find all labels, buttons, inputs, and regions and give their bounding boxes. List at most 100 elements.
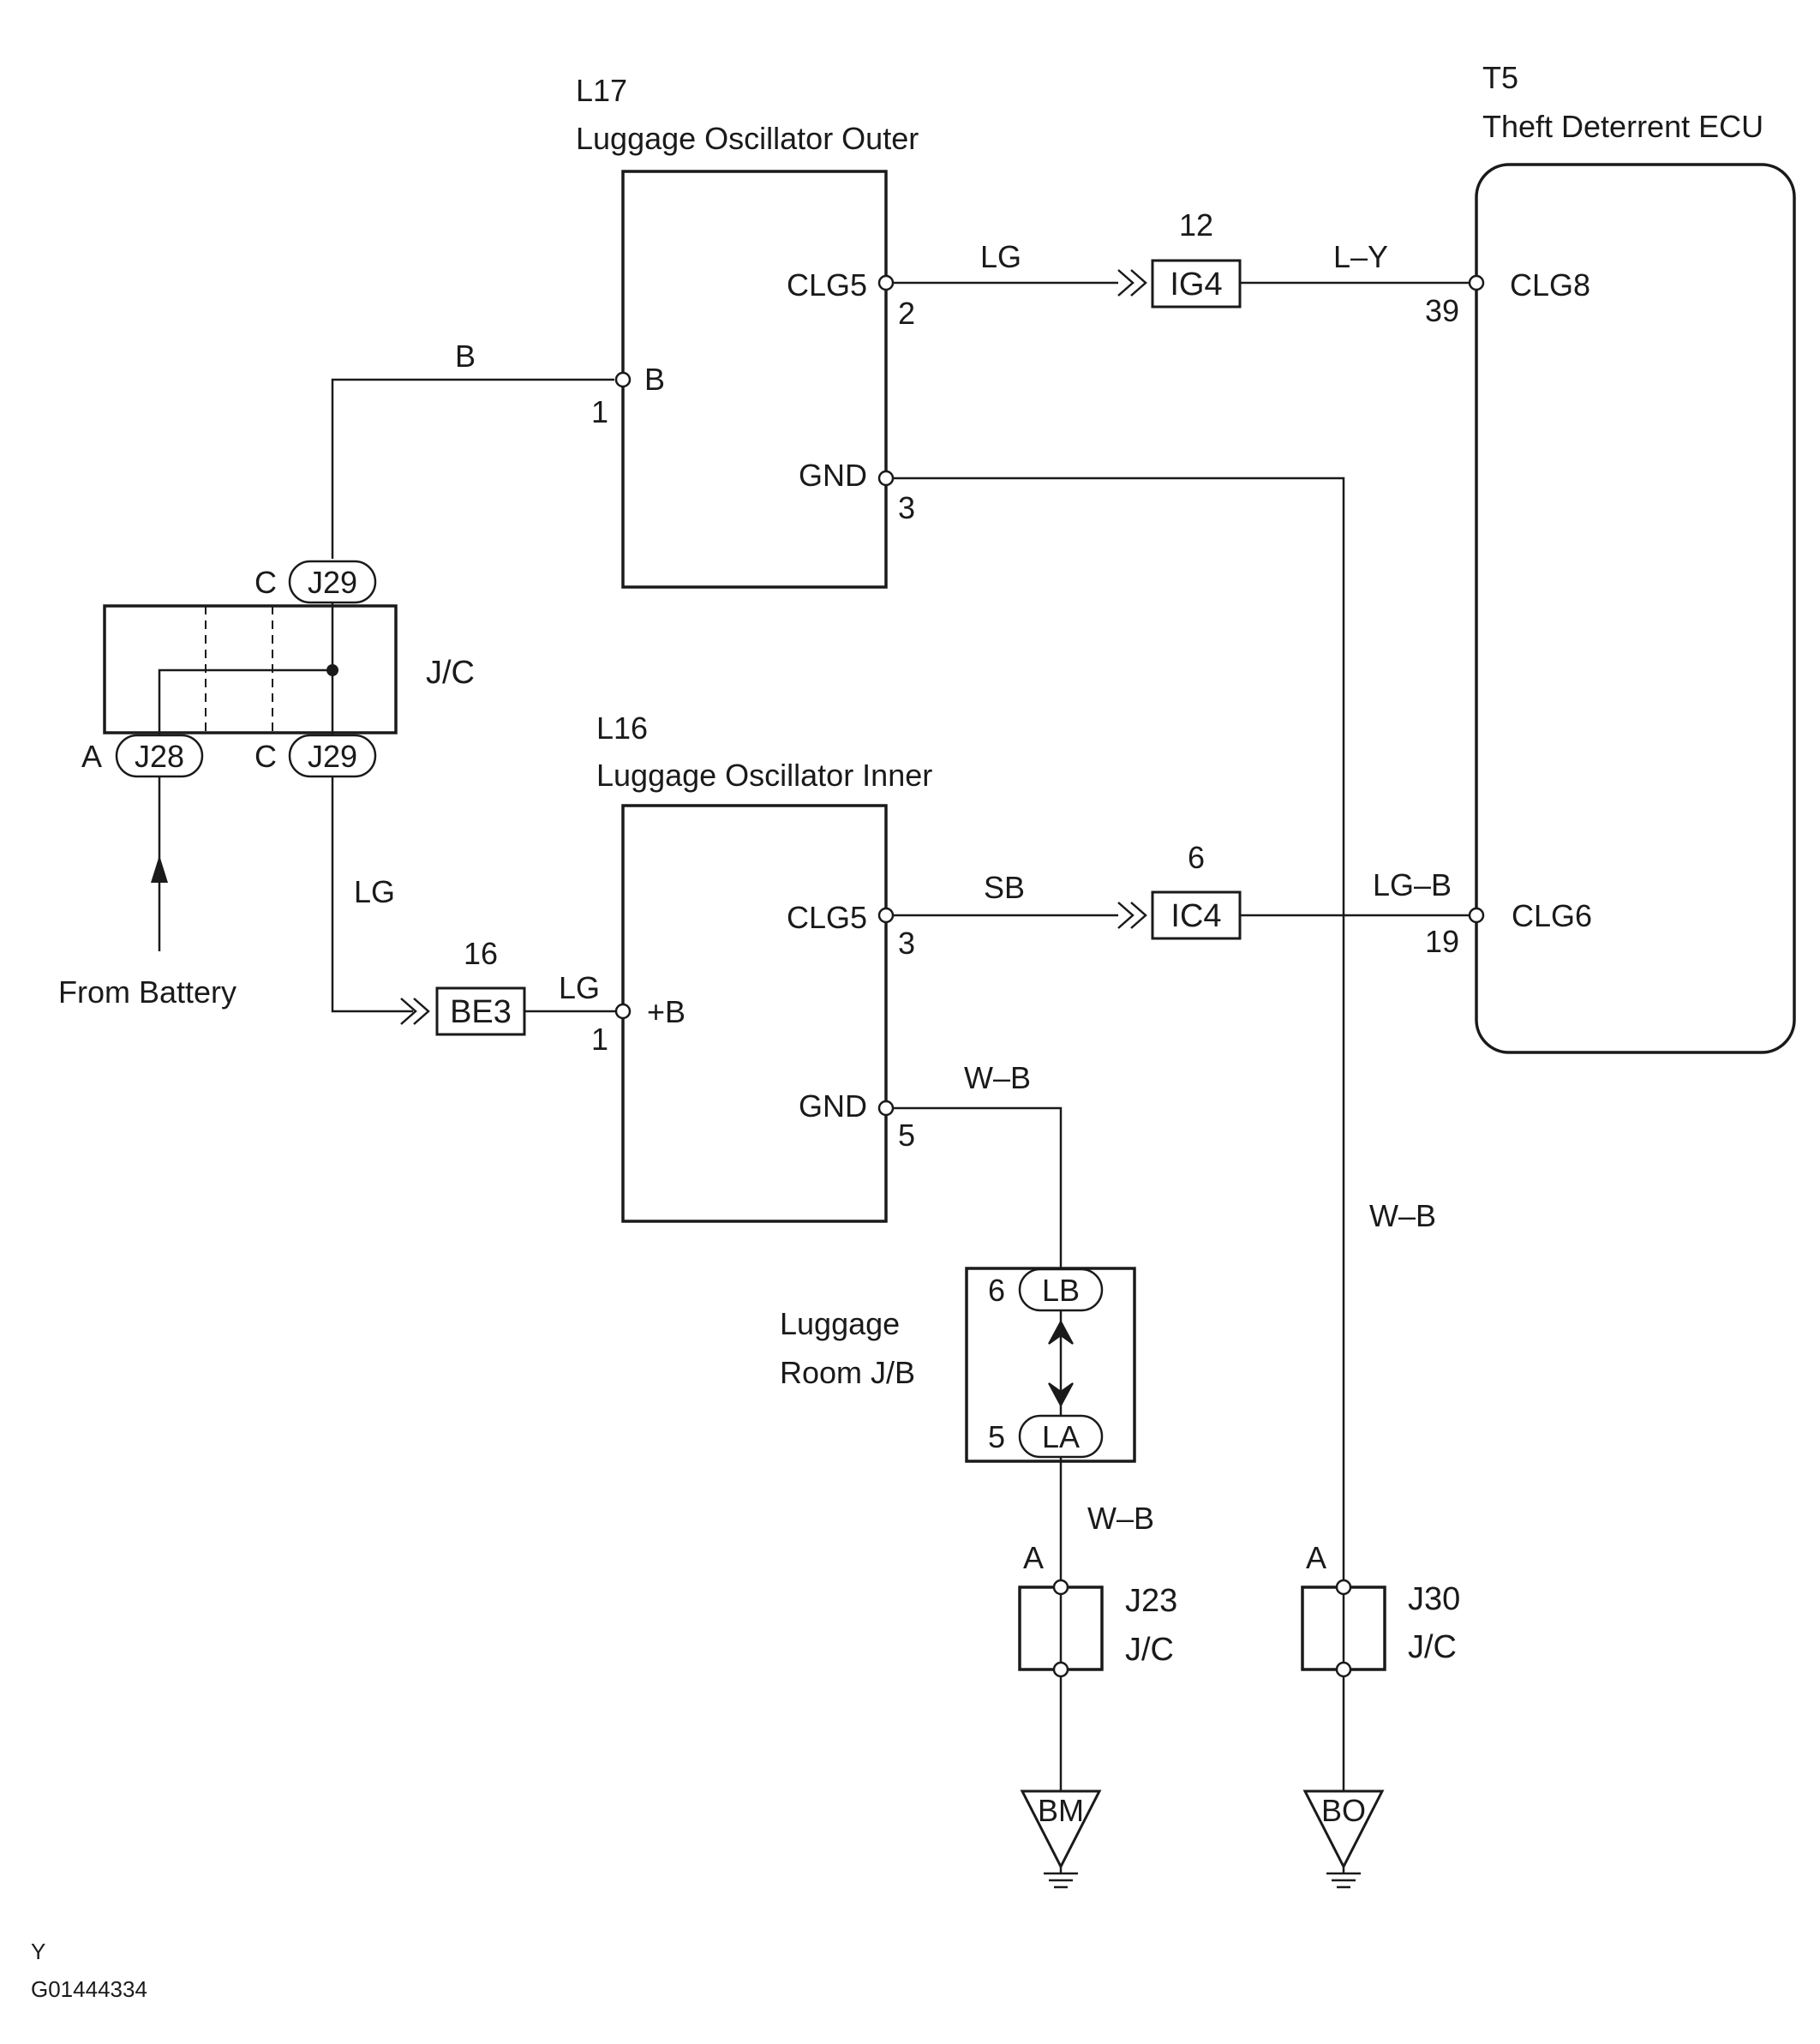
j28-label: J28	[135, 739, 184, 774]
junction-j23: A J23 J/C	[1018, 1540, 1177, 1678]
j29-bottom-letter: C	[254, 739, 277, 774]
j29-top-label: J29	[308, 565, 357, 600]
t5-terminal-clg6	[1468, 907, 1485, 924]
l16-name: Luggage Oscillator Inner	[596, 758, 932, 793]
l17-name: Luggage Oscillator Outer	[576, 121, 919, 156]
j30-pin: A	[1306, 1540, 1326, 1575]
chevron-icon	[1117, 269, 1135, 297]
arrow-up-icon	[151, 855, 168, 883]
l16-terminal-gnd	[877, 1100, 895, 1117]
wire-label-lg-jc: LG	[354, 874, 395, 909]
footer-code-2: G01444334	[31, 1976, 147, 2002]
ground-icon	[1326, 1867, 1361, 1889]
ground-bm: BM	[1020, 1789, 1102, 1889]
l16-pin-clg5-no: 3	[898, 926, 915, 961]
l17-terminal-gnd	[877, 470, 895, 487]
ig4-number: 12	[1179, 207, 1213, 243]
wire-lg-jc	[331, 776, 413, 1013]
lrjb-label-line1: Luggage	[780, 1306, 900, 1341]
wire-label-l-y: L–Y	[1333, 239, 1388, 274]
l17-id: L17	[576, 73, 627, 108]
l17-pin-gnd-no: 3	[898, 490, 915, 525]
luggage-room-jb: Luggage Room J/B LB 6 LA 5	[780, 1267, 1136, 1463]
l17-pin-gnd: GND	[799, 458, 867, 493]
t5-pin-clg8-no: 39	[1425, 293, 1459, 328]
chevron-up-icon	[1048, 1319, 1074, 1345]
connector-ig4: IG4 12	[1117, 207, 1242, 309]
lrjb-label-line2: Room J/B	[780, 1355, 915, 1390]
l16-pin-gnd: GND	[799, 1088, 867, 1124]
wire-label-lg-be3: LG	[559, 970, 600, 1005]
j28-connector	[115, 734, 204, 778]
ground-bm-label: BM	[1038, 1793, 1084, 1828]
wire-label-wb-lrjb: W–B	[1087, 1501, 1154, 1536]
wire-b	[331, 378, 614, 559]
junction-j30: A J30 J/C	[1301, 1540, 1460, 1678]
wire-wb-l16	[888, 1106, 1063, 1270]
wire-label-lg-l17: LG	[980, 239, 1021, 274]
junction-dot	[326, 664, 338, 676]
connector-ic4: IC4 6	[1117, 840, 1242, 940]
j30-id: J30	[1408, 1581, 1460, 1617]
jc-main-label: J/C	[426, 655, 475, 691]
l17-terminal-clg5	[877, 274, 895, 291]
l16-terminal-clg5	[877, 907, 895, 924]
j29-bottom-connector	[288, 734, 377, 778]
wire-label-wb-gnd: W–B	[1369, 1198, 1436, 1233]
wire-label-lg-b: LG–B	[1373, 867, 1452, 902]
l16-pin-clg5: CLG5	[787, 900, 867, 935]
ground-icon	[1044, 1867, 1078, 1889]
j30-type: J/C	[1408, 1629, 1457, 1665]
ic4-label: IC4	[1170, 898, 1221, 934]
t5-pin-clg6: CLG6	[1512, 898, 1592, 933]
j28-letter: A	[81, 739, 102, 774]
from-battery-label: From Battery	[58, 974, 236, 1010]
footer-code-1: Y	[31, 1939, 45, 1964]
t5-terminal-clg8	[1468, 274, 1485, 291]
ic4-number: 6	[1188, 840, 1205, 875]
wires	[158, 281, 1476, 1791]
wire-wb-gnd-l17	[888, 477, 1345, 1587]
l16-id: L16	[596, 710, 648, 746]
lb-number: 6	[988, 1273, 1005, 1308]
be3-number: 16	[464, 936, 498, 971]
la-number: 5	[988, 1419, 1005, 1454]
t5-pin-clg6-no: 19	[1425, 924, 1459, 959]
chevron-icon	[400, 998, 417, 1025]
t5-pin-clg8: CLG8	[1510, 267, 1590, 303]
ig4-label: IG4	[1170, 267, 1222, 303]
j29-bottom-label: J29	[308, 739, 357, 774]
be3-label: BE3	[450, 994, 512, 1030]
chevron-icon	[1130, 269, 1147, 297]
component-l17: L17 Luggage Oscillator Outer CLG5 2 B 1 …	[576, 73, 919, 589]
j29-top-letter: C	[254, 565, 277, 600]
wire-label-sb: SB	[984, 870, 1025, 905]
l17-pin-b-no: 1	[591, 394, 608, 429]
chevron-icon	[1117, 902, 1135, 929]
j23-pin: A	[1023, 1540, 1044, 1575]
lb-label: LB	[1042, 1273, 1080, 1308]
t5-id: T5	[1482, 60, 1518, 95]
battery-feed: From Battery	[58, 855, 236, 1010]
l16-pin-b: +B	[647, 994, 685, 1029]
component-t5: T5 Theft Deterrent ECU CLG8 39 CLG6 19	[1425, 60, 1796, 1054]
wire-label-wb-l16: W–B	[964, 1060, 1031, 1095]
junction-connector-main: J/C J29 C J28 A J29 C	[81, 560, 475, 778]
chevron-down-icon	[1048, 1382, 1074, 1408]
la-label: LA	[1042, 1419, 1080, 1454]
l17-pin-b: B	[644, 362, 665, 397]
wire-label-b: B	[455, 339, 476, 374]
chevron-icon	[413, 998, 430, 1025]
l17-terminal-b	[614, 371, 632, 388]
connector-be3: BE3 16	[400, 936, 526, 1036]
wire-labels: B LG L–Y LG LG SB LG–B W–B W–B W–B	[354, 239, 1452, 1536]
chevron-icon	[1130, 902, 1147, 929]
ground-bo-label: BO	[1321, 1793, 1366, 1828]
j29-top-connector	[288, 560, 377, 604]
j23-id: J23	[1125, 1583, 1177, 1619]
l16-terminal-b	[614, 1003, 632, 1020]
l16-pin-b-no: 1	[591, 1022, 608, 1057]
ground-bo: BO	[1302, 1789, 1385, 1889]
l17-pin-clg5: CLG5	[787, 267, 867, 303]
